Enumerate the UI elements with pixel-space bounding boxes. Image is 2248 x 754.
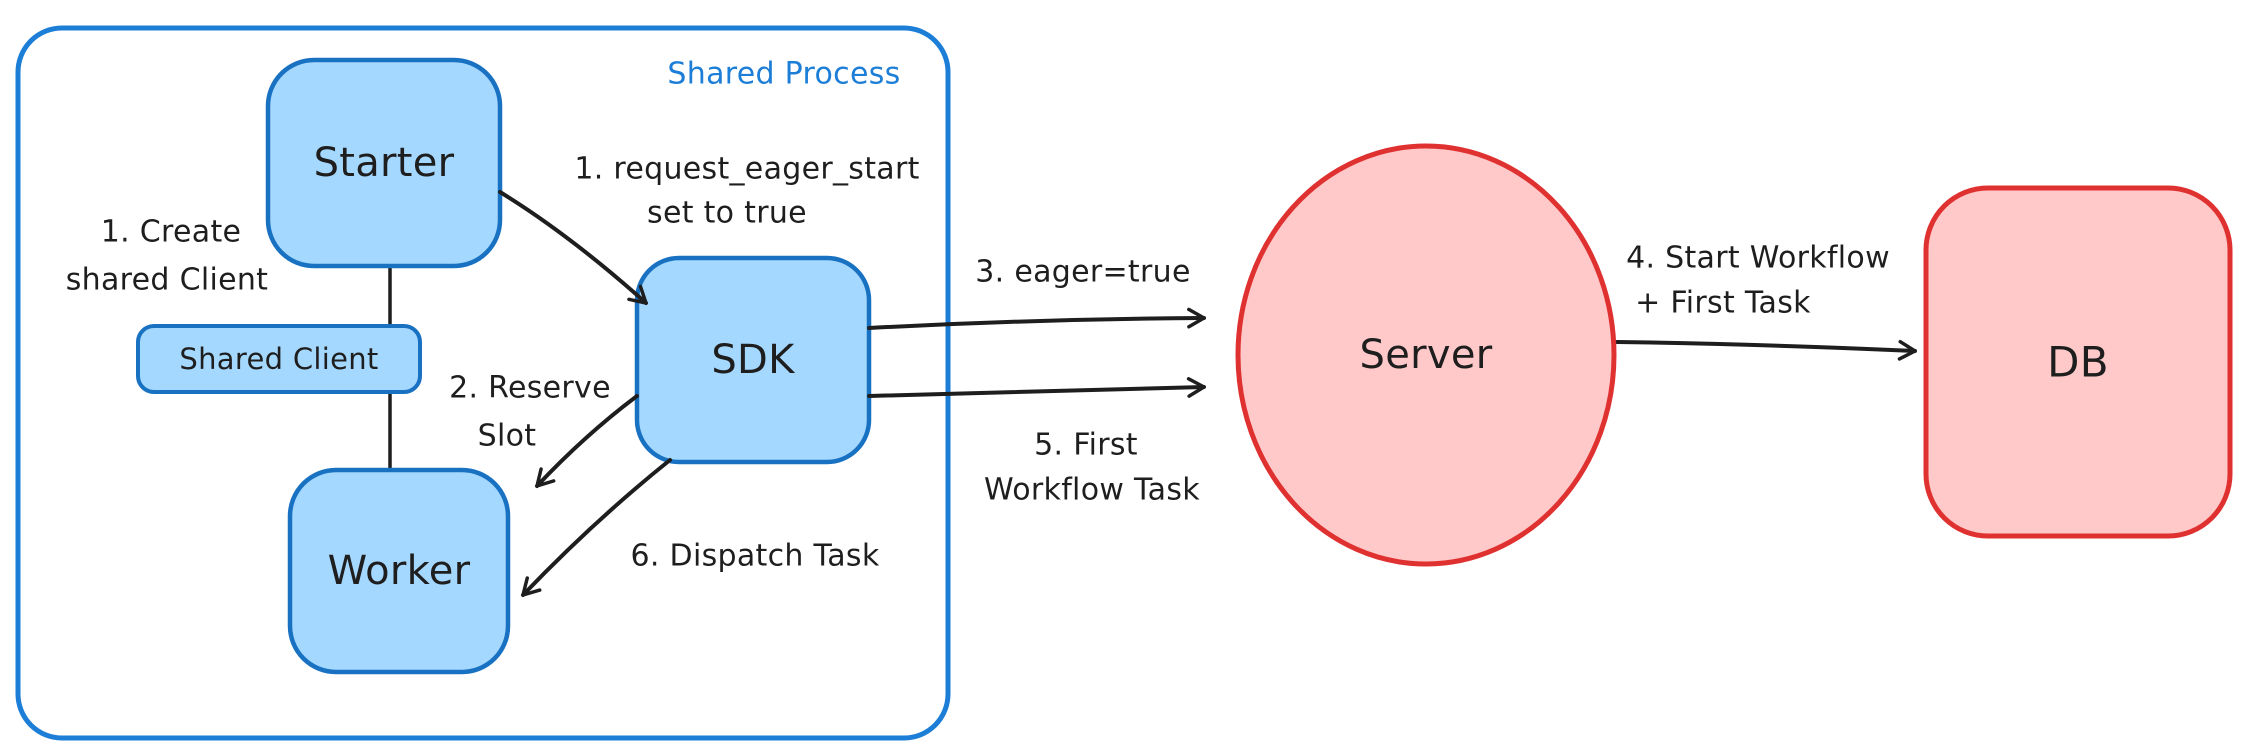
label-request-eager-start-line2: set to true — [647, 196, 807, 231]
db-label: DB — [2047, 338, 2109, 387]
label-start-workflow-line1: 4. Start Workflow — [1626, 241, 1890, 276]
node-shared-client: Shared Client — [136, 324, 422, 394]
sdk-label: SDK — [711, 337, 796, 383]
label-dispatch-task: 6. Dispatch Task — [630, 539, 879, 574]
arrow-request-eager-start — [498, 190, 648, 305]
label-first-workflow-task-line1: 5. First — [1034, 428, 1138, 463]
starter-box — [265, 57, 503, 269]
label-create-shared-client-line2: shared Client — [66, 263, 269, 298]
label-first-workflow-task-line2: Workflow Task — [984, 473, 1200, 508]
shared-client-box — [136, 324, 422, 394]
node-starter: Starter — [265, 57, 503, 269]
worker-label: Worker — [328, 548, 471, 594]
arrow-first-workflow-task — [867, 377, 1206, 398]
node-db: DB — [1923, 185, 2233, 539]
shared-process-frame — [15, 25, 951, 741]
arrow-dispatch-task — [521, 458, 672, 597]
label-reserve-slot-line1: 2. Reserve — [449, 371, 611, 406]
arrow-eager-true — [867, 307, 1206, 330]
shared-process-label: Shared Process — [667, 57, 900, 92]
node-sdk: SDK — [634, 255, 872, 465]
node-server: Server — [1235, 143, 1617, 567]
shared-client-label: Shared Client — [179, 342, 378, 376]
starter-label: Starter — [314, 140, 455, 186]
server-label: Server — [1360, 332, 1493, 378]
node-worker: Worker — [287, 467, 511, 675]
server-circle — [1235, 143, 1617, 567]
label-eager-true: 3. eager=true — [975, 255, 1190, 290]
arrow-reserve-slot — [535, 394, 639, 488]
label-request-eager-start-line1: 1. request_eager_start — [574, 152, 919, 187]
label-start-workflow-line2: + First Task — [1635, 286, 1811, 321]
label-create-shared-client-line1: 1. Create — [101, 215, 242, 250]
sdk-box — [634, 255, 872, 465]
arrow-start-workflow — [1615, 339, 1917, 361]
db-box — [1923, 185, 2233, 539]
label-reserve-slot-line2: Slot — [478, 419, 537, 454]
worker-box — [287, 467, 511, 675]
